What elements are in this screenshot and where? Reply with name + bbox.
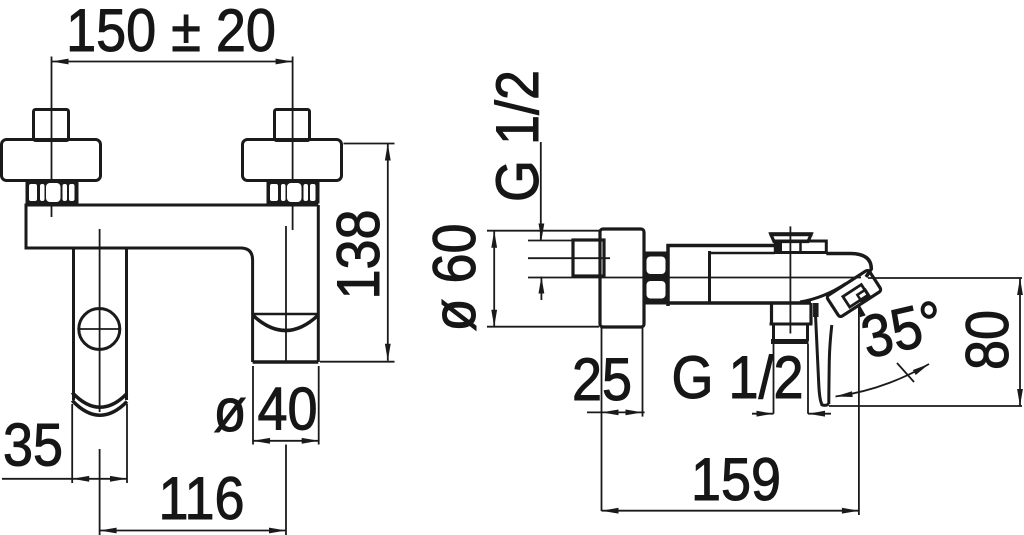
svg-text:80: 80 bbox=[954, 310, 1021, 370]
svg-text:G 1/2: G 1/2 bbox=[671, 344, 803, 411]
svg-text:159: 159 bbox=[691, 446, 781, 513]
svg-text:150 ± 20: 150 ± 20 bbox=[66, 0, 276, 65]
svg-text:35: 35 bbox=[3, 412, 63, 479]
svg-text:40: 40 bbox=[257, 376, 317, 443]
svg-text:116: 116 bbox=[158, 465, 244, 532]
svg-text:25: 25 bbox=[572, 346, 632, 413]
svg-text:ø 60: ø 60 bbox=[421, 223, 488, 331]
svg-text:ø: ø bbox=[214, 377, 247, 444]
svg-text:G 1/2: G 1/2 bbox=[484, 70, 551, 202]
svg-text:138: 138 bbox=[325, 209, 392, 299]
